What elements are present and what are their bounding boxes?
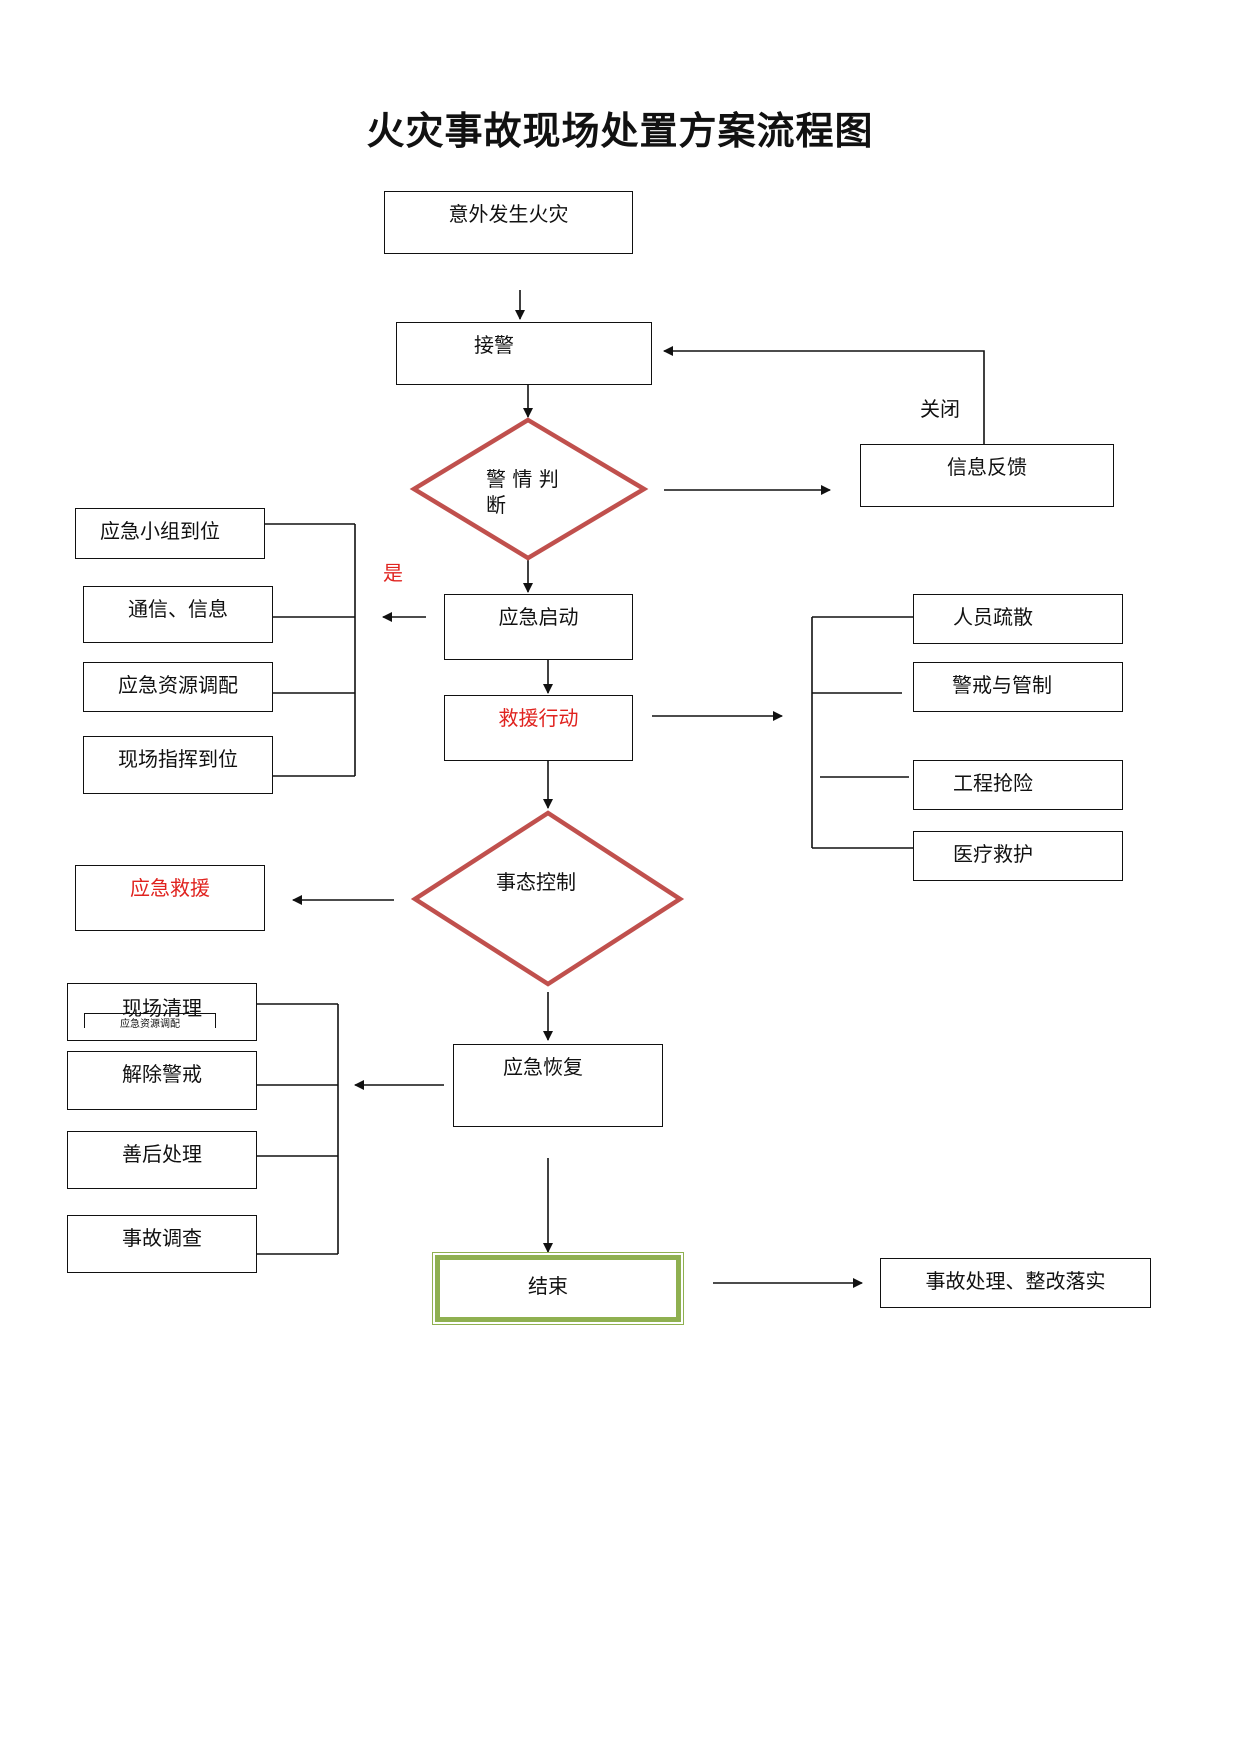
left-group-1-label: 现场指挥到位 [118,747,238,771]
left-group-1-label: 应急资源调配 [118,673,238,697]
arrow-feedback-to-alarm [663,346,985,444]
judgment-label-1: 警 情 判 [486,467,559,491]
right-group-item: 警戒与管制 [913,662,1123,712]
receive-alarm-box: 接警 [396,322,652,385]
yes-label: 是 [383,561,403,585]
emergency-start-box: 应急启动 [444,594,633,660]
emergency-recovery-box: 应急恢复 [453,1044,663,1127]
left-group-2-label: 善后处理 [122,1142,202,1166]
emergency-rescue-label: 应急救援 [130,876,210,900]
info-feedback-box: 信息反馈 [860,444,1114,507]
emergency-recovery-label: 应急恢复 [503,1055,583,1079]
info-feedback-label: 信息反馈 [947,455,1027,479]
rescue-action-box: 救援行动 [444,695,633,761]
rescue-action-label: 救援行动 [498,706,579,730]
left-group-1-item: 现场指挥到位 [83,736,273,794]
fire-occurs-label: 意外发生火灾 [448,202,569,226]
left-group-1-label: 通信、信息 [128,597,228,621]
accident-handling-label: 事故处理、整改落实 [925,1269,1106,1293]
left-group-1-item: 通信、信息 [83,586,273,643]
emergency-rescue-box: 应急救援 [75,865,265,931]
left-group-2-item: 解除警戒 [67,1051,257,1110]
end-label: 结束 [528,1274,568,1298]
receive-alarm-label: 接警 [474,333,514,357]
right-group-item: 人员疏散 [913,594,1123,644]
left-group-2-label: 解除警戒 [122,1062,202,1086]
left-group-1-item: 应急小组到位 [75,508,265,559]
left-group-2-item: 现场清理 应急资源调配 [67,983,257,1041]
right-group-item: 医疗救护 [913,831,1123,881]
end-box: 结束 [432,1252,684,1325]
left-group-1-label: 应急小组到位 [100,519,220,543]
left-group-2-label: 事故调查 [122,1226,202,1250]
right-group-label: 警戒与管制 [952,673,1052,697]
situation-control-label: 事态控制 [496,870,576,894]
right-group-label: 医疗救护 [953,842,1033,866]
control-diamond [410,810,685,987]
right-group-label: 工程抢险 [953,771,1033,795]
close-label: 关闭 [920,397,960,421]
left-group-1-item: 应急资源调配 [83,662,273,712]
emergency-start-label: 应急启动 [498,605,579,629]
right-group-item: 工程抢险 [913,760,1123,810]
left-group-2-label: 现场清理 [122,996,202,1020]
left-group-2-item: 善后处理 [67,1131,257,1189]
fire-occurs-box: 意外发生火灾 [384,191,633,254]
accident-handling-box: 事故处理、整改落实 [880,1258,1151,1308]
overlap-fragment: 应急资源调配 [84,1013,216,1028]
page-title: 火灾事故现场处置方案流程图 [366,108,874,153]
right-group-label: 人员疏散 [953,605,1033,629]
judgment-label-2: 断 [486,493,506,517]
left-group-2-item: 事故调查 [67,1215,257,1273]
judgment-diamond [409,417,649,561]
